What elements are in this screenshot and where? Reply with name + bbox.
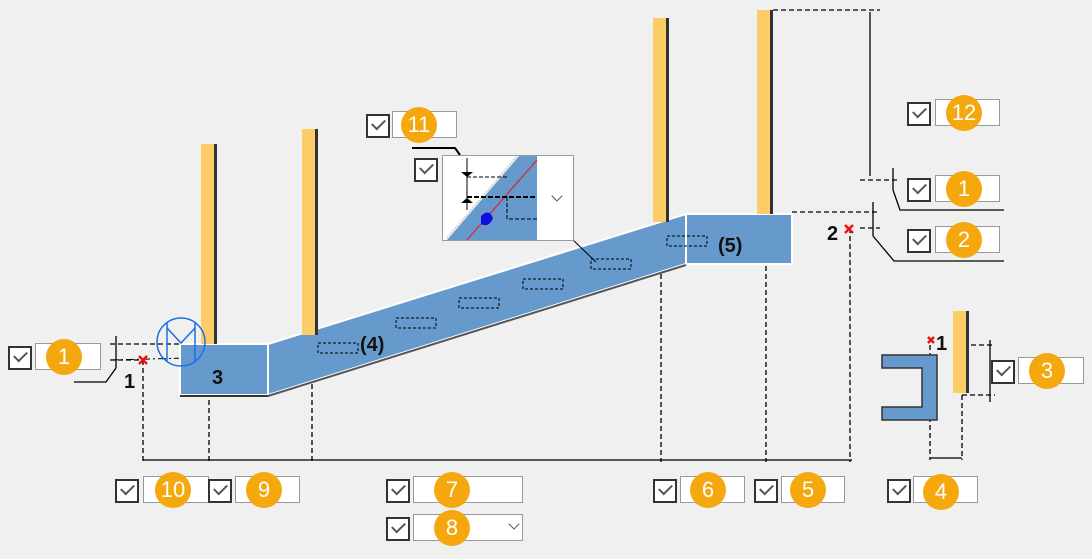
landing-5 xyxy=(685,213,793,265)
point-marker-1 xyxy=(138,355,148,365)
callout-badge: 1 xyxy=(46,339,82,375)
callout-badge: 11 xyxy=(401,107,437,143)
tread-position-preview-icon xyxy=(446,156,538,240)
control-6: 6 xyxy=(653,472,748,508)
dimension-lines xyxy=(74,12,1004,461)
control-8: 8 xyxy=(386,510,526,546)
callout-badge: 1 xyxy=(946,171,982,207)
callout-badge: 8 xyxy=(434,510,470,546)
callout-badge: 2 xyxy=(946,222,982,258)
control-left-1: 1 xyxy=(8,339,103,375)
checkbox[interactable] xyxy=(386,479,410,503)
checkbox[interactable] xyxy=(115,479,139,503)
control-5: 5 xyxy=(754,472,849,508)
point-label-1: 1 xyxy=(124,371,135,393)
checkbox[interactable] xyxy=(366,114,390,138)
profile-detail: 1 xyxy=(881,311,969,421)
checkbox[interactable] xyxy=(907,102,931,126)
callout-badge: 12 xyxy=(946,95,982,131)
control-3: 3 xyxy=(991,353,1086,389)
checkbox[interactable] xyxy=(208,479,232,503)
checkbox[interactable] xyxy=(414,158,438,182)
control-9: 9 xyxy=(208,472,303,508)
checkbox[interactable] xyxy=(653,479,677,503)
checkbox[interactable] xyxy=(386,517,410,541)
checkbox[interactable] xyxy=(887,479,911,503)
callout-badge: 10 xyxy=(155,472,191,508)
control-7: 7 xyxy=(386,472,526,508)
posts xyxy=(201,10,773,344)
point-marker-2 xyxy=(844,224,854,234)
control-4: 4 xyxy=(887,474,982,510)
tread-position-dropdown[interactable] xyxy=(442,155,574,241)
detail-point-label: 1 xyxy=(936,333,947,355)
tread-position-control xyxy=(414,155,576,241)
walk-line-symbol xyxy=(156,317,206,367)
callout-badge: 7 xyxy=(434,472,470,508)
callout-badge: 9 xyxy=(246,472,282,508)
checkbox[interactable] xyxy=(8,346,32,370)
checkbox[interactable] xyxy=(991,360,1015,384)
control-2: 2 xyxy=(907,222,1002,258)
callout-badge: 4 xyxy=(923,474,959,510)
control-12: 12 xyxy=(907,95,1002,131)
callout-badge: 5 xyxy=(790,472,826,508)
control-10: 10 xyxy=(115,472,210,508)
segment-label-5: (5) xyxy=(718,235,742,257)
checkbox[interactable] xyxy=(907,178,931,202)
segment-label-4: (4) xyxy=(360,334,384,356)
checkbox[interactable] xyxy=(754,479,778,503)
value-input[interactable] xyxy=(413,476,523,503)
landing-3 xyxy=(179,343,269,396)
control-11: 11 xyxy=(366,107,461,143)
stair-flight-4 xyxy=(267,212,687,397)
control-right-1: 1 xyxy=(907,171,1002,207)
segment-label-3: 3 xyxy=(212,367,223,389)
tread-markers xyxy=(317,235,708,354)
point-label-2: 2 xyxy=(827,223,838,245)
callout-badge: 6 xyxy=(690,472,726,508)
checkbox[interactable] xyxy=(907,229,931,253)
callout-badge: 3 xyxy=(1029,353,1065,389)
